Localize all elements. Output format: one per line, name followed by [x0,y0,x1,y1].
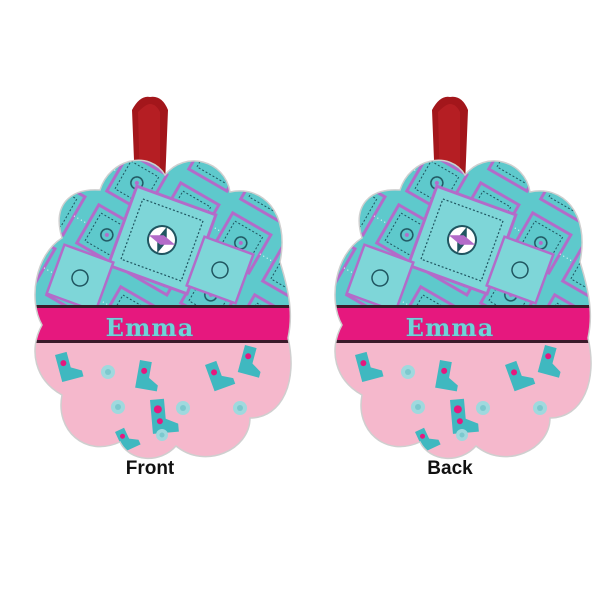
cowboy-boot-icon [355,351,384,383]
cowboy-boot-icon [205,360,236,392]
cowboy-boot-icon [150,398,179,434]
cowboy-boot-icon [115,427,141,452]
cowboy-boot-icon [450,398,479,434]
caption-front: Front [125,458,175,479]
cowboy-boot-icon [237,345,261,378]
ornament-back-graphic [334,96,592,460]
bandana-medallion [106,184,218,296]
ornament-name-text: Emma [105,313,195,342]
cowboy-boot-icon [537,345,561,378]
ornament-front-graphic [34,96,292,460]
cowboy-boot-icon [415,427,441,452]
flower-icon [401,365,547,441]
caption-back: Back [427,458,473,479]
cowboy-boot-icon [505,360,536,392]
ornament-front: Emma Front [34,96,292,479]
bandana-medallion [406,184,518,296]
flower-icon [101,365,247,441]
cowboy-boot-icon [435,360,458,392]
ornament-name-text: Emma [405,313,495,342]
ornament-back: Emma Back [300,0,600,600]
cowboy-boot-icon [135,360,158,392]
cowboy-boot-icon [55,351,84,383]
